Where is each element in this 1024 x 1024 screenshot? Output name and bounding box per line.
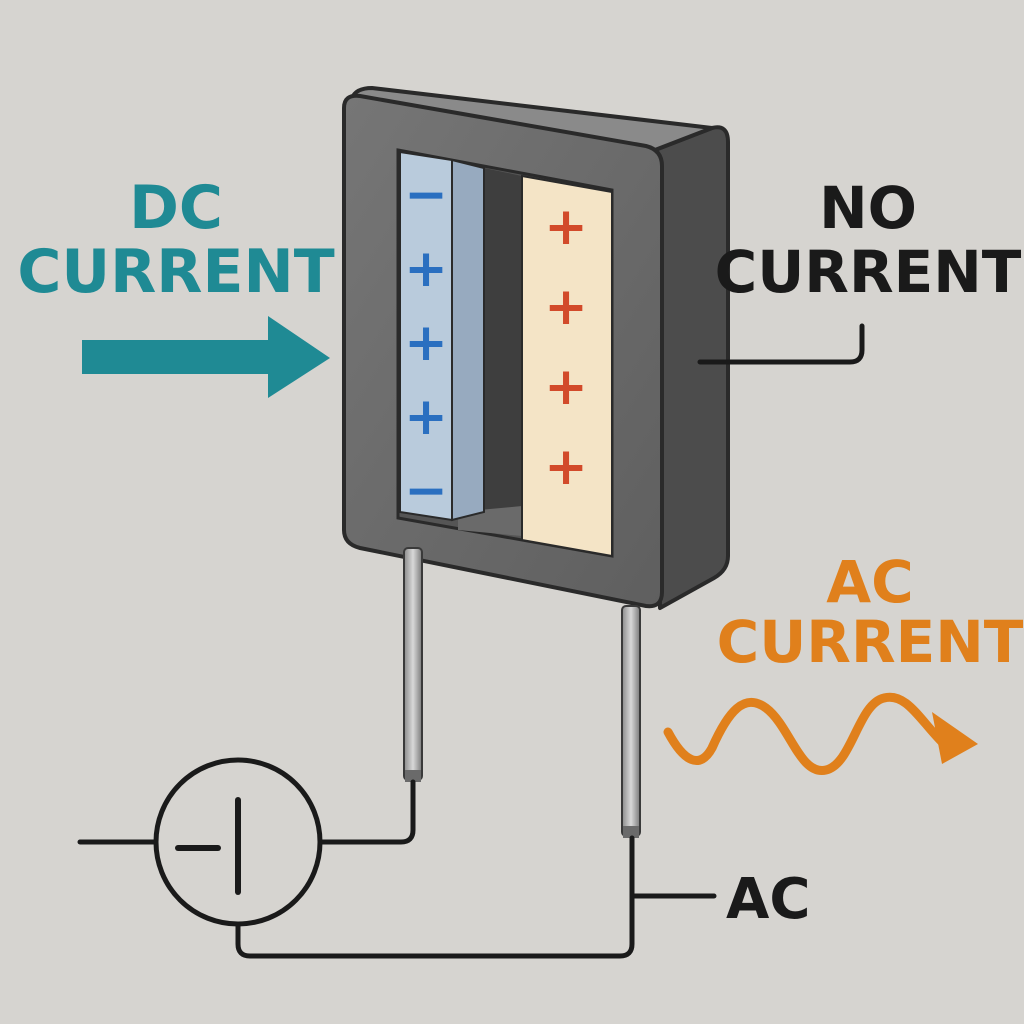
no-label-line1: NO	[819, 174, 917, 242]
no-current-leader	[697, 323, 865, 365]
dc-label-line1: DC	[129, 173, 223, 243]
left-plate-minus-sign: −	[404, 165, 448, 225]
right-lead-tip	[623, 826, 639, 838]
dc-source-circle-icon	[153, 757, 323, 927]
sine-wave-arrow-icon	[663, 692, 978, 775]
ac-label-line2: CURRENT	[717, 608, 1024, 676]
capacitor-body: − + + + − + + + +	[342, 86, 730, 610]
left-plate-plus-sign: +	[404, 313, 448, 373]
ac-source-label: AC	[726, 867, 810, 932]
dc-current-label: DC CURRENT	[17, 173, 334, 307]
right-plate-plus-sign: +	[544, 437, 588, 497]
wire-left-lead	[319, 779, 416, 845]
negative-plate	[399, 150, 485, 522]
left-plate-plus-sign: +	[404, 239, 448, 299]
case-side-face	[653, 125, 730, 610]
right-plate-plus-sign: +	[544, 357, 588, 417]
ac-label-line1: AC	[826, 548, 913, 616]
negative-plate-charges: − + + + −	[404, 165, 448, 521]
right-arrow-icon	[82, 316, 330, 398]
no-current-label: NO CURRENT	[715, 174, 1022, 306]
left-plate-minus-sign: −	[404, 461, 448, 521]
circuit-wires	[77, 323, 865, 959]
left-plate-plus-sign: +	[404, 387, 448, 447]
right-plate-plus-sign: +	[544, 197, 588, 257]
ac-current-label: AC CURRENT	[717, 548, 1024, 676]
capacitor-leads	[403, 547, 641, 838]
dc-label-line2: CURRENT	[17, 237, 334, 307]
dielectric-gap	[484, 168, 522, 536]
left-lead	[403, 547, 423, 781]
positive-plate-charges: + + + +	[544, 197, 588, 497]
right-lead	[621, 605, 641, 837]
left-lead-tip	[405, 770, 421, 782]
wire-return	[235, 835, 635, 959]
right-plate-plus-sign: +	[544, 277, 588, 337]
no-label-line2: CURRENT	[715, 238, 1022, 306]
positive-plate	[521, 174, 613, 558]
